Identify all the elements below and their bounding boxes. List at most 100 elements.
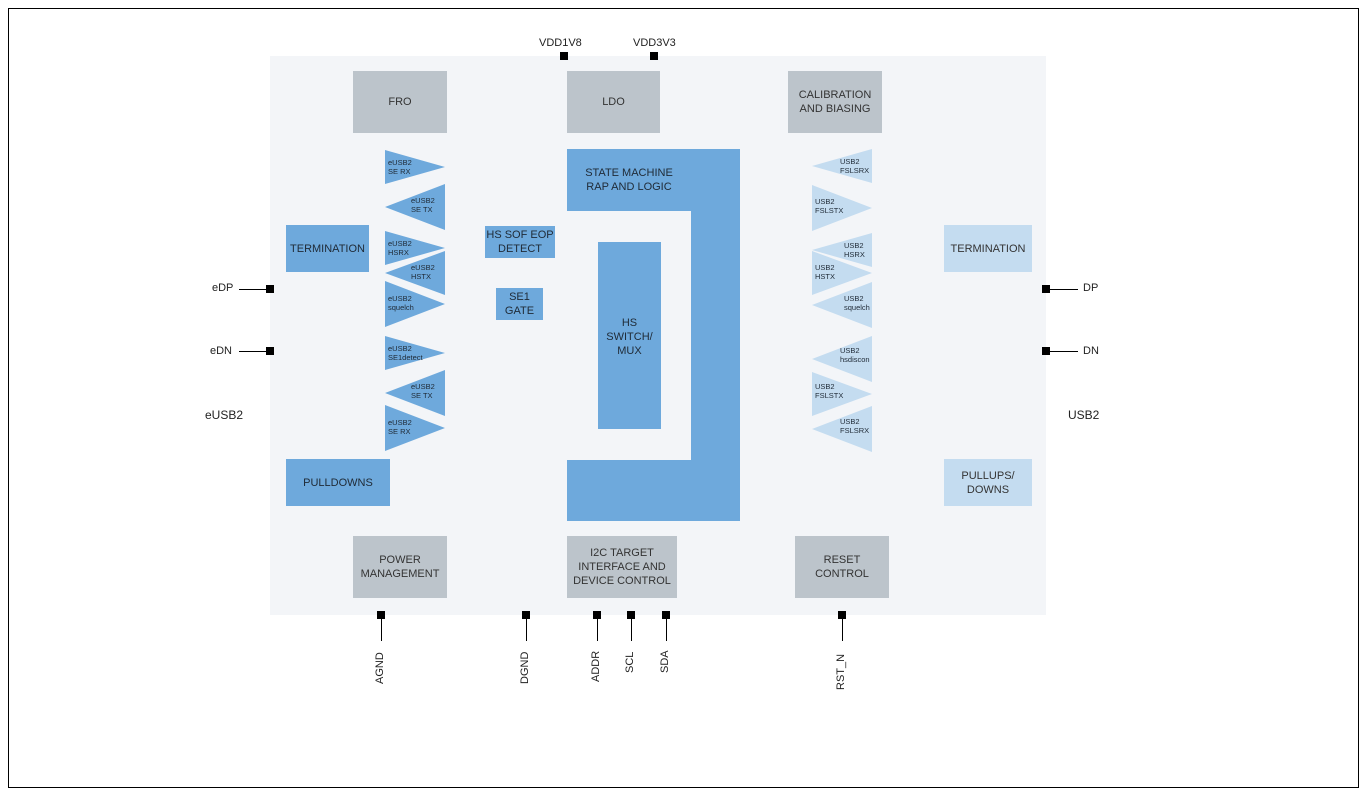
right-buffer-4-line2: squelch [844, 303, 870, 312]
buffer-triangle-icon [385, 370, 445, 416]
left-buffer-1-line1: eUSB2 [411, 196, 435, 205]
vdd3v3-pin [650, 52, 658, 60]
hs-switch-label-3: MUX [617, 345, 642, 357]
right-buffer-6-line1: USB2 [815, 382, 835, 391]
calibration-label-1: CALIBRATION [798, 89, 872, 101]
buffer-triangle-icon [385, 231, 445, 265]
agnd-wire [381, 619, 382, 641]
edp-pin [266, 285, 274, 293]
sda-label: SDA [659, 650, 671, 673]
hs-sof-eop-detect-block: HS SOF EOP DETECT [485, 226, 555, 258]
usb2-side-label: USB2 [1068, 408, 1100, 422]
scl-label: SCL [624, 651, 636, 673]
agnd-pin [377, 611, 385, 619]
buffer-triangle-icon [812, 251, 872, 295]
i2c-target-block: I2C TARGET INTERFACE AND DEVICE CONTROL [567, 536, 677, 598]
i2c-label-2: INTERFACE AND [578, 561, 666, 573]
left-buffer-3-line1: eUSB2 [411, 263, 435, 272]
pullups-downs-block: PULLUPS/ DOWNS [944, 459, 1032, 506]
buffer-triangle-icon [812, 233, 872, 267]
state-machine-label: STATE MACHINE RAP AND LOGIC [567, 163, 691, 197]
scl-wire [631, 619, 632, 641]
right-buffer-4-line1: USB2 [844, 294, 864, 303]
left-buffer-4-line2: squelch [388, 303, 414, 312]
calibration-block: CALIBRATION AND BIASING [788, 71, 882, 133]
left-buffer-0-line2: SE RX [388, 167, 411, 176]
power-label-1: POWER [379, 554, 421, 566]
se1-label-2: GATE [504, 305, 535, 317]
buffer-triangle-icon [385, 184, 445, 230]
addr-wire [597, 619, 598, 641]
buffer-triangle-icon [812, 282, 872, 328]
reset-label-2: CONTROL [815, 568, 869, 580]
right-buffer-2-line2: HSRX [844, 250, 865, 259]
dgnd-pin [522, 611, 530, 619]
left-buffer-7-line1: eUSB2 [388, 418, 412, 427]
dn-pin [1042, 347, 1050, 355]
left-buffer-6-line2: SE TX [411, 391, 433, 400]
dn-wire [1050, 351, 1078, 352]
pullups-label-1: PULLUPS/ [961, 469, 1015, 482]
right-buffer-5-line1: USB2 [840, 346, 860, 355]
left-buffer-0-line1: eUSB2 [388, 158, 412, 167]
buffer-triangle-icon [385, 405, 445, 451]
right-buffer-5-line2: hsdiscon [840, 355, 870, 364]
edn-label: eDN [210, 345, 233, 357]
hs-sof-label-2: DETECT [498, 243, 542, 255]
power-management-block: POWER MANAGEMENT [353, 536, 447, 598]
buffer-triangle-icon [385, 336, 445, 370]
right-buffer-6-line2: FSLSTX [815, 391, 844, 400]
pullups-label-2: DOWNS [966, 483, 1010, 496]
left-buffer-1-line2: SE TX [411, 205, 433, 214]
i2c-label-3: DEVICE CONTROL [573, 575, 671, 587]
termination-left-block: TERMINATION [286, 225, 369, 272]
calibration-label-2: AND BIASING [799, 103, 871, 115]
rst-n-label: RST_N [835, 653, 847, 690]
ldo-block: LDO [567, 71, 660, 133]
edn-wire [239, 351, 267, 352]
buffer-triangle-icon [812, 372, 872, 416]
right-buffer-0-line1: USB2 [840, 157, 860, 166]
dgnd-wire [526, 619, 527, 641]
rst-n-wire [842, 619, 843, 641]
buffer-triangle-icon [812, 406, 872, 452]
right-buffer-7-line2: FSLSRX [840, 426, 870, 435]
dp-pin [1042, 285, 1050, 293]
edp-label: eDP [212, 282, 234, 294]
fro-block: FRO [353, 71, 447, 133]
buffer-triangle-icon [812, 336, 872, 382]
buffer-triangle-icon [812, 185, 872, 231]
termination-right-label: TERMINATION [950, 242, 1026, 255]
termination-right-block: TERMINATION [944, 225, 1032, 272]
reset-control-block: RESET CONTROL [795, 536, 889, 598]
right-buffer-2-line1: USB2 [844, 241, 864, 250]
right-buffer-3-line2: HSTX [815, 272, 836, 281]
dp-label: DP [1083, 282, 1099, 294]
agnd-label: AGND [374, 652, 386, 684]
vdd3v3-label: VDD3V3 [633, 37, 676, 49]
left-buffer-2-line2: HSRX [388, 248, 409, 257]
vdd1v8-label: VDD1V8 [539, 37, 582, 49]
power-label-2: MANAGEMENT [360, 568, 440, 580]
termination-left-label: TERMINATION [290, 242, 365, 255]
left-buffer-5-line2: SE1detect [388, 353, 423, 362]
right-buffer-1-line1: USB2 [815, 197, 835, 206]
rst-n-pin [838, 611, 846, 619]
right-buffer-1-line2: FSLSTX [815, 206, 844, 215]
buffer-triangle-icon [812, 149, 872, 183]
buffer-triangle-icon [385, 150, 445, 184]
